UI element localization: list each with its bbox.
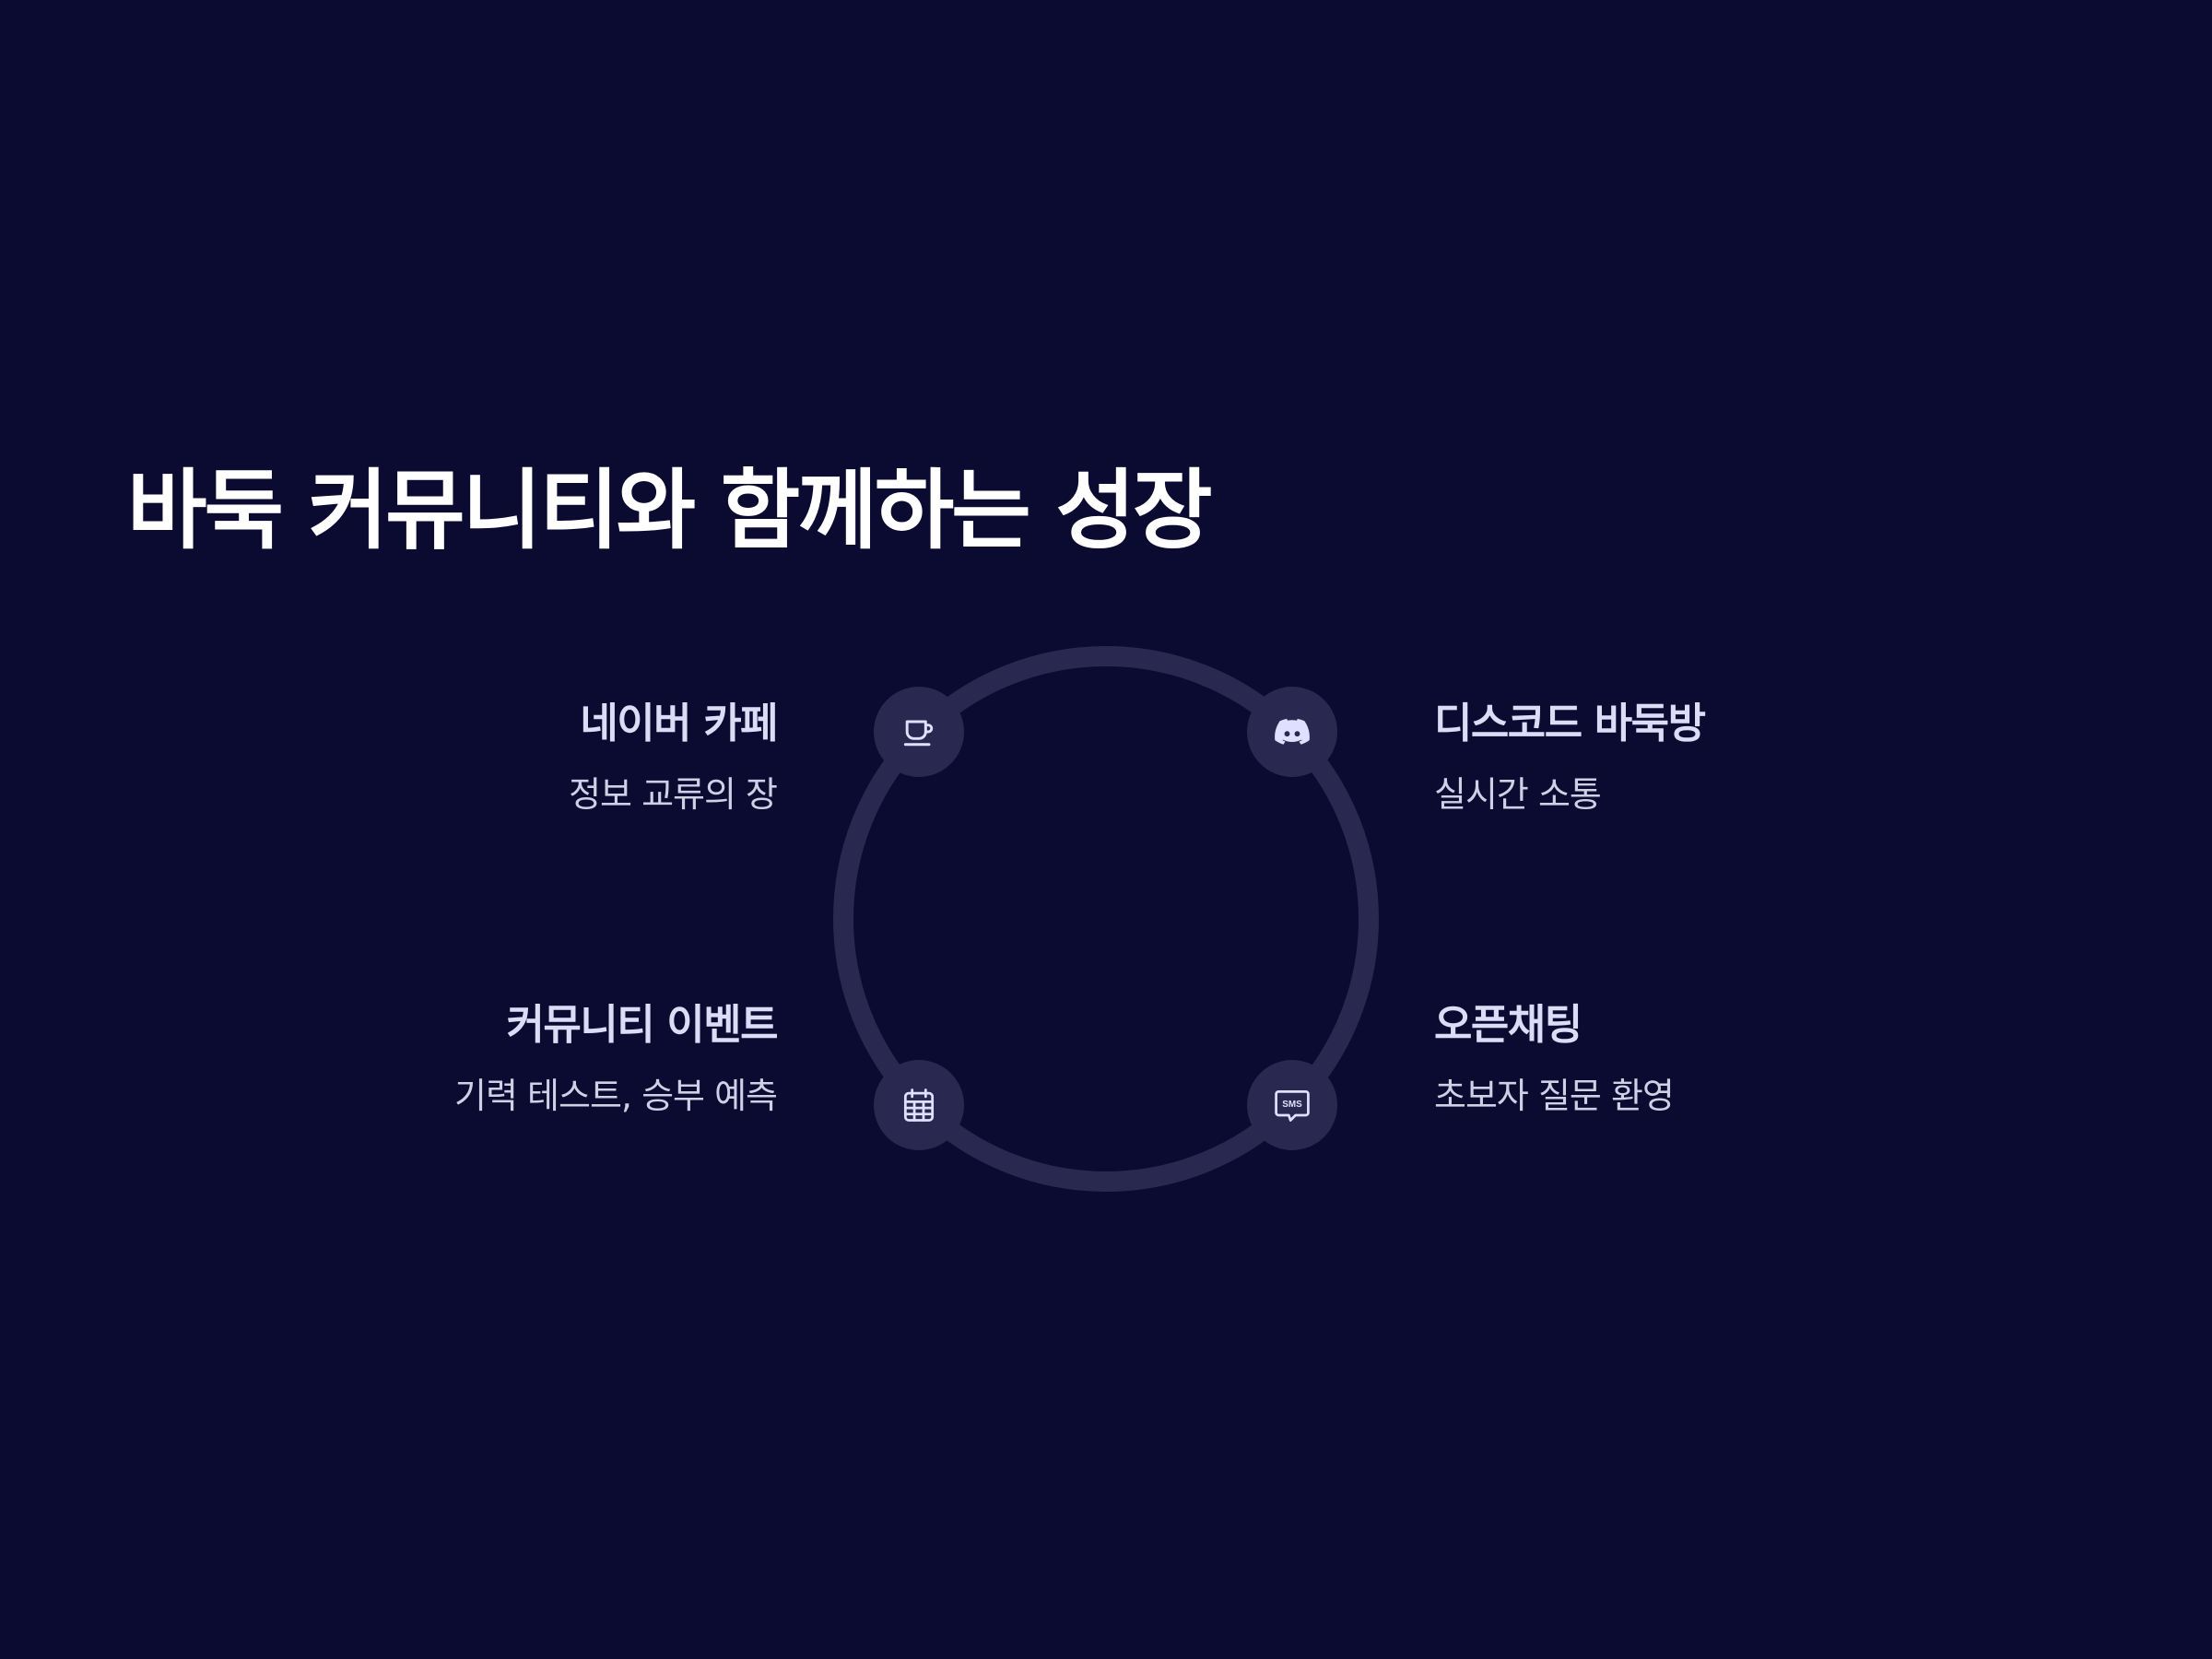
item-title: 네이버 카페	[580, 699, 778, 747]
item-description: 정보 교류의 장	[569, 774, 778, 815]
node-discord	[1247, 687, 1337, 777]
item-title: 커뮤니티 이벤트	[506, 1000, 779, 1049]
item-discord: 디스코드 바둑방 실시간 소통	[1434, 696, 1950, 818]
item-description: 기력 테스트, 승부 예측	[454, 1076, 778, 1116]
sms-label: SMS	[1282, 1100, 1302, 1110]
item-description: 실시간 소통	[1434, 774, 1602, 815]
item-description: 초보자 질문 환영	[1434, 1076, 1675, 1116]
item-naver-cafe: 네이버 카페 정보 교류의 장	[261, 696, 778, 818]
node-naver-cafe	[874, 687, 964, 777]
sms-chat-icon: SMS	[1275, 1089, 1310, 1122]
item-community-events: 커뮤니티 이벤트 기력 테스트, 승부 예측	[261, 997, 779, 1119]
item-title: 디스코드 바둑방	[1434, 699, 1706, 747]
cycle-ring	[833, 646, 1379, 1192]
node-open-chat: SMS	[1247, 1060, 1337, 1150]
discord-icon	[1275, 718, 1310, 745]
item-title: 오픈채팅	[1434, 1000, 1583, 1049]
node-community-events	[874, 1060, 964, 1150]
coffee-cup-icon	[903, 720, 934, 747]
slide-title: 바둑 커뮤니티와 함께하는 성장	[127, 461, 1212, 561]
calendar-icon	[903, 1088, 935, 1122]
item-open-chat: 오픈채팅 초보자 질문 환영	[1434, 997, 1950, 1119]
